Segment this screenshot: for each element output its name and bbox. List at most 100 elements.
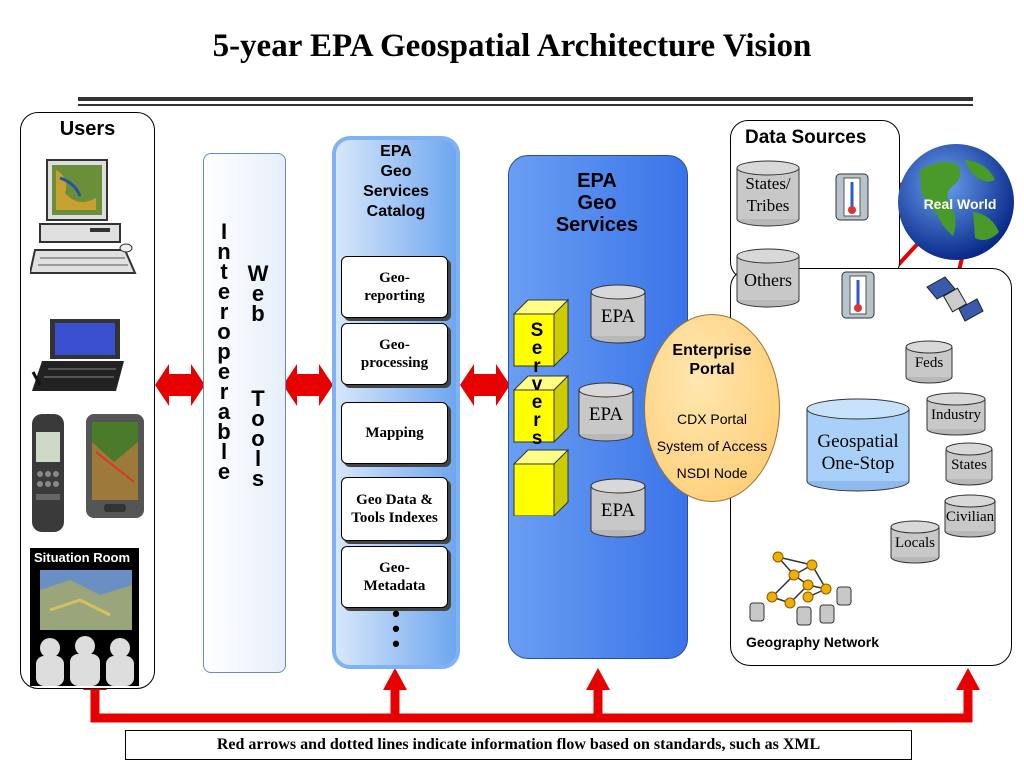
letter: e: [217, 459, 231, 484]
catalog-item-label: reporting: [364, 288, 425, 304]
letter: s: [251, 466, 265, 491]
states-tribes-database: States/ Tribes: [736, 160, 800, 228]
letter: r: [219, 299, 229, 324]
letter: v: [531, 374, 543, 395]
letter: e: [251, 281, 265, 306]
geography-network-icon: [749, 551, 852, 626]
real-world-label: Real World: [923, 196, 997, 212]
locals-label: Locals: [895, 535, 935, 551]
title-rule-thick: [78, 97, 973, 101]
letter: o: [217, 319, 231, 344]
letter: T: [251, 386, 265, 411]
footer-note: Red arrows and dotted lines indicate inf…: [125, 730, 912, 760]
double-arrow-1: [155, 364, 205, 406]
portal-item: NSDI Node: [676, 465, 748, 481]
letter: e: [531, 392, 543, 413]
geography-network-label: Geography Network: [746, 634, 880, 650]
catalog-item: Geo Data & Tools Indexes: [341, 477, 448, 541]
sensor-icon-1: [835, 173, 869, 221]
catalog-item: Geo- Metadata: [341, 546, 448, 608]
pda-icon: [86, 414, 144, 518]
situation-room-label: Situation Room: [34, 550, 131, 565]
feds-label: Feds: [914, 355, 944, 371]
catalog-heading-line: Geo: [380, 163, 412, 180]
arrowhead-services: [586, 668, 610, 690]
arrowhead-catalog: [383, 668, 407, 690]
letter: e: [217, 359, 231, 384]
letter: r: [219, 379, 229, 404]
catalog-more-dots: • • •: [392, 601, 400, 656]
letter: e: [217, 279, 231, 304]
geo-services-heading-line: Geo: [577, 192, 617, 214]
letter: n: [217, 239, 231, 264]
catalog-item-label: Metadata: [363, 578, 426, 594]
letter: a: [217, 399, 231, 424]
epa-database-2-label: EPA: [588, 404, 624, 425]
catalog-item-label: Geo-: [379, 270, 410, 286]
catalog-item-label: processing: [360, 355, 429, 371]
users-heading: Users: [59, 118, 116, 140]
portal-title-line: Portal: [689, 361, 735, 378]
catalog-heading-line: Catalog: [366, 203, 426, 220]
letter: o: [251, 426, 265, 451]
laptop-icon: [31, 319, 124, 391]
silhouettes: [36, 636, 134, 686]
letter: b: [251, 301, 265, 326]
letter: l: [220, 439, 228, 464]
title-rule-thin: [78, 104, 973, 106]
epa-database-1-label: EPA: [600, 306, 636, 327]
catalog-item: Mapping: [341, 402, 448, 464]
catalog-item-label: Geo-: [379, 560, 410, 576]
locals-database: Locals: [890, 520, 940, 564]
states-label: States: [951, 457, 987, 473]
letter: r: [533, 356, 541, 377]
catalog-item-label: Geo Data &: [356, 492, 433, 508]
catalog-heading-line: Services: [363, 183, 429, 200]
letter: r: [533, 410, 541, 431]
sensor-icon-2: [841, 271, 875, 319]
letter: e: [531, 338, 543, 359]
civilian-database: Civilian: [944, 494, 996, 538]
catalog-item-label: Tools Indexes: [351, 510, 438, 526]
feds-database: Feds: [905, 340, 953, 384]
geo-services-heading-line: EPA: [577, 170, 617, 192]
gps-handheld-icon: [32, 414, 64, 532]
data-sources-heading: Data Sources: [742, 127, 870, 149]
catalog-item-label: Mapping: [365, 425, 424, 441]
civilian-label: Civilian: [945, 509, 995, 525]
catalog-item-label: Geo-: [379, 337, 410, 353]
letter: S: [530, 320, 544, 341]
others-label: Others: [744, 270, 792, 290]
portal-title-line: Enterprise: [672, 342, 752, 359]
arrowhead-onestop: [956, 668, 980, 690]
letter: b: [217, 419, 231, 444]
bottom-flow-bus: [90, 690, 973, 723]
letter: s: [531, 428, 543, 449]
states-database: States: [945, 442, 993, 486]
industry-label: Industry: [931, 407, 981, 423]
situation-room-image: Situation Room: [30, 548, 139, 686]
catalog-heading-line: EPA: [380, 143, 412, 160]
catalog-item: Geo-processing: [341, 323, 448, 385]
portal-item: System of Access: [656, 438, 768, 454]
double-arrow-2: [283, 364, 333, 406]
epa-database-3-label: EPA: [600, 500, 636, 521]
page-title: 5-year EPA Geospatial Architecture Visio…: [212, 28, 812, 64]
letter: W: [247, 261, 269, 286]
letter: I: [220, 219, 228, 244]
epa-database-2: EPA: [578, 382, 634, 442]
portal-item: CDX Portal: [676, 411, 748, 427]
real-world-globe-icon: [898, 144, 1014, 260]
onestop-label-line: One-Stop: [821, 453, 895, 474]
letter: p: [217, 339, 231, 364]
geo-services-heading-line: Services: [555, 214, 639, 236]
others-database: Others: [736, 248, 800, 308]
states-tribes-label: States/ Tribes: [745, 174, 791, 215]
